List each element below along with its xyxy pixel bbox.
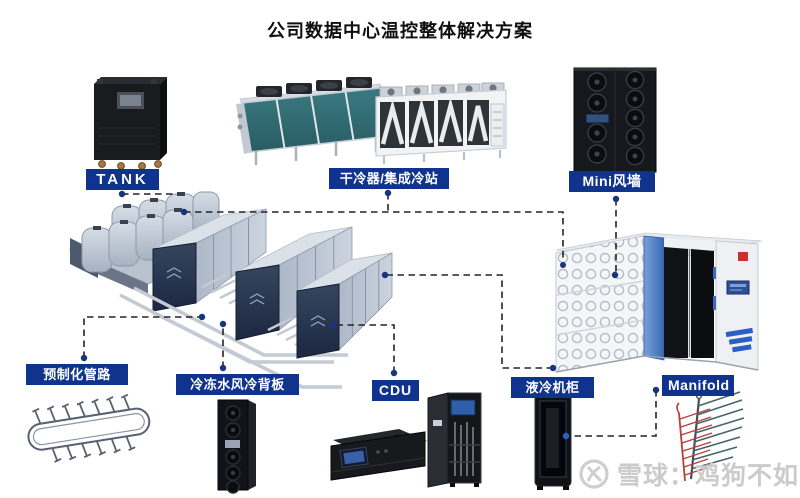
container-brand-mark [738,252,748,261]
connector-liquid-cabinet [385,274,553,369]
xueqiu-logo-icon [579,459,609,489]
watermark-text: 雪球：鸡狗不如 [617,462,800,490]
liquid-cooling-cabinet-label: 液冷机柜 [511,377,594,398]
connector-main-loop [184,211,564,265]
connector-lines [83,193,657,437]
cdu-rack-image [427,392,482,488]
page-title: 公司数据中心温控整体解决方案 [267,21,533,41]
mini-wind-wall-image [573,67,657,173]
connector-prefab-piping [83,316,202,358]
cdu-box-image [330,429,427,481]
tank-vessels [81,191,220,273]
container-e-logo [725,327,754,353]
container-display [726,280,750,295]
rear-door-backplane-image [217,399,256,494]
connector-cdu [334,324,395,373]
mini-wall-label: Mini风墙 [569,171,655,192]
cdu-label: CDU [372,380,419,401]
dry-cooler-fans [256,77,372,97]
tank-unit-image [94,77,167,170]
dry-cooler-label: 干冷器/集成冷站 [329,168,449,189]
prefab-piping-drawing [27,393,151,463]
integrated-cooling-station-image [375,82,507,164]
manifold-label: Manifold [662,375,734,396]
connector-dots [80,189,660,440]
container-module-image [555,232,763,373]
prefab-piping-label: 预制化管路 [26,364,128,385]
tank-label: TANK [86,169,159,190]
dry-cooler-image [236,77,389,165]
liquid-cooling-rack-image [534,393,572,490]
station-coil-bays [380,97,489,148]
rack-rows-image [119,208,393,389]
watermark: 雪球：鸡狗不如 [578,456,799,492]
station-fans [379,82,505,98]
chilled-water-backplane-label: 冷冻水风冷背板 [176,374,299,395]
connector-manifold [566,390,657,437]
